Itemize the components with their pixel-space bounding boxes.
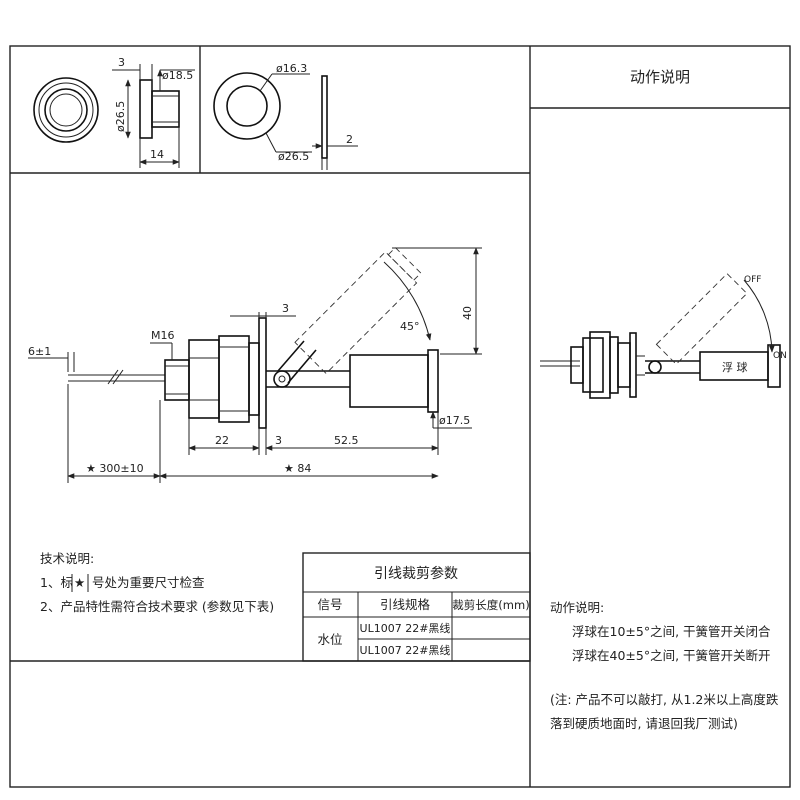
dim-6-label: 6±1 (28, 345, 51, 358)
dim-m16-label: M16 (151, 329, 175, 342)
nut-side-view: 3 ø18.5 ø26.5 14 (112, 56, 195, 168)
nut-front-view (33, 77, 99, 143)
table-signal-cell: 水位 (317, 632, 342, 647)
dim-300-label: ★ 300±10 (86, 462, 144, 475)
tech-note-1-star: ★ (74, 575, 85, 590)
float-switch-main-view: 45° (68, 246, 439, 429)
table-header-spec: 引线规格 (380, 597, 431, 612)
table-row-spec: UL1007 22#黑线 (360, 643, 451, 657)
washer-side-view: 2 (312, 75, 358, 170)
tech-notes-heading: 技术说明: (40, 551, 94, 566)
dim-d175-label: ø17.5 (439, 414, 470, 427)
tech-note-1-prefix: 1、标 (40, 575, 73, 590)
action-desc-line1: 浮球在10±5°之间, 干簧管开关闭合 (572, 624, 771, 639)
washer-front-view: ø16.3 ø26.5 (213, 62, 312, 163)
tech-note-2: 2、产品特性需符合技术要求 (参数见下表) (40, 599, 274, 614)
dim-84-label: ★ 84 (284, 462, 311, 475)
action-description: 动作说明: 浮球在10±5°之间, 干簧管开关闭合 浮球在40±5°之间, 干簧… (550, 600, 779, 731)
dim-3b-label: 3 (275, 434, 282, 447)
drawing-frame (9, 45, 791, 788)
dim-d163-label: ø16.3 (276, 62, 307, 75)
action-diagram: 浮 球 OFF ON (540, 273, 787, 399)
dim-d185-label: ø18.5 (162, 69, 193, 82)
dim-d265-mid-label: ø26.5 (278, 150, 309, 163)
action-panel-title: 动作说明 (630, 68, 690, 86)
table-header-length: 裁剪长度(mm) (452, 598, 529, 612)
technical-notes: 技术说明: 1、标 ★ 号处为重要尺寸检查 2、产品特性需符合技术要求 (参数见… (40, 551, 274, 614)
table-header-signal: 信号 (317, 597, 342, 612)
dim-525-label: 52.5 (334, 434, 359, 447)
action-desc-line2: 浮球在40±5°之间, 干簧管开关断开 (572, 648, 771, 663)
tech-note-1-suffix: 号处为重要尺寸检查 (92, 575, 205, 590)
dim-3a-label: 3 (282, 302, 289, 315)
off-label: OFF (744, 275, 761, 285)
dim-14-label: 14 (150, 148, 164, 161)
float-label: 浮 球 (722, 360, 748, 374)
dim-3-label: 3 (118, 56, 125, 69)
note-line2: 落到硬质地面时, 请退回我厂测试) (550, 716, 738, 731)
dim-d265-left-label: ø26.5 (114, 101, 127, 132)
dim-45-label: 45° (400, 320, 420, 333)
table-row-spec: UL1007 22#黑线 (360, 621, 451, 635)
main-dimensions: 6±1 M16 3 40 ø17.5 22 3 52.5 ★ 300±10 (28, 247, 482, 483)
table-title: 引线裁剪参数 (374, 565, 458, 582)
dim-2-label: 2 (346, 133, 353, 146)
on-label: ON (773, 351, 787, 361)
dim-22-label: 22 (215, 434, 229, 447)
lead-cutting-table: 引线裁剪参数 信号 引线规格 裁剪长度(mm) 水位 UL1007 22#黑线 … (302, 552, 531, 662)
dim-40-label: 40 (461, 306, 474, 320)
action-desc-heading: 动作说明: (550, 600, 604, 615)
note-line1: (注: 产品不可以敲打, 从1.2米以上高度跌 (550, 692, 779, 707)
